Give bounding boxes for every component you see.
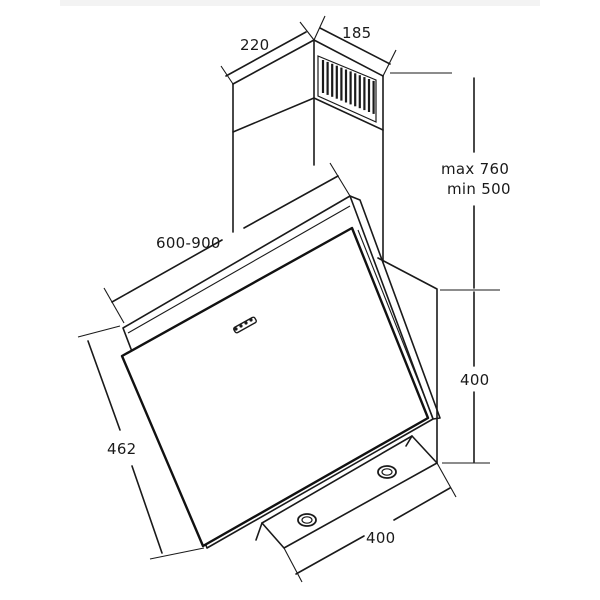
dim-height-min-label: min 500: [447, 180, 511, 198]
dim-chimney-depth-label: 185: [342, 24, 372, 42]
glass-thickness-edge: [349, 195, 441, 420]
vent-grille-icon: [317, 55, 377, 123]
halogen-light-icon: [377, 465, 397, 479]
chimney-top-left-edge: [232, 39, 315, 85]
dim-body-width: 600-900: [103, 162, 351, 324]
dim-glass-height-label: 462: [107, 440, 137, 458]
chimney-top-right-edge: [313, 39, 384, 77]
control-buttons-icon: [233, 316, 257, 334]
dim-base-depth: 400: [283, 462, 457, 583]
halogen-light-icon: [297, 513, 317, 527]
top-edge-strip: [60, 0, 540, 6]
dim-body-height: 400: [442, 291, 490, 464]
dim-glass-height: 462: [77, 325, 205, 560]
dim-chimney-width-label: 220: [240, 36, 270, 54]
chimney: [232, 39, 384, 263]
dim-body-width-label: 600-900: [156, 234, 221, 252]
dim-body-height-label: 400: [460, 371, 490, 389]
glass-panel: [120, 195, 441, 549]
vent-grille-frame: [317, 55, 377, 123]
dim-chimney-depth: 185: [313, 15, 397, 77]
dim-chimney-width: 220: [220, 21, 315, 85]
dim-base-depth-label: 400: [366, 529, 396, 547]
dim-height-max-label: max 760: [441, 160, 509, 178]
glass-front-face: [120, 226, 430, 548]
dim-total-height: max 760 min 500: [390, 72, 511, 291]
